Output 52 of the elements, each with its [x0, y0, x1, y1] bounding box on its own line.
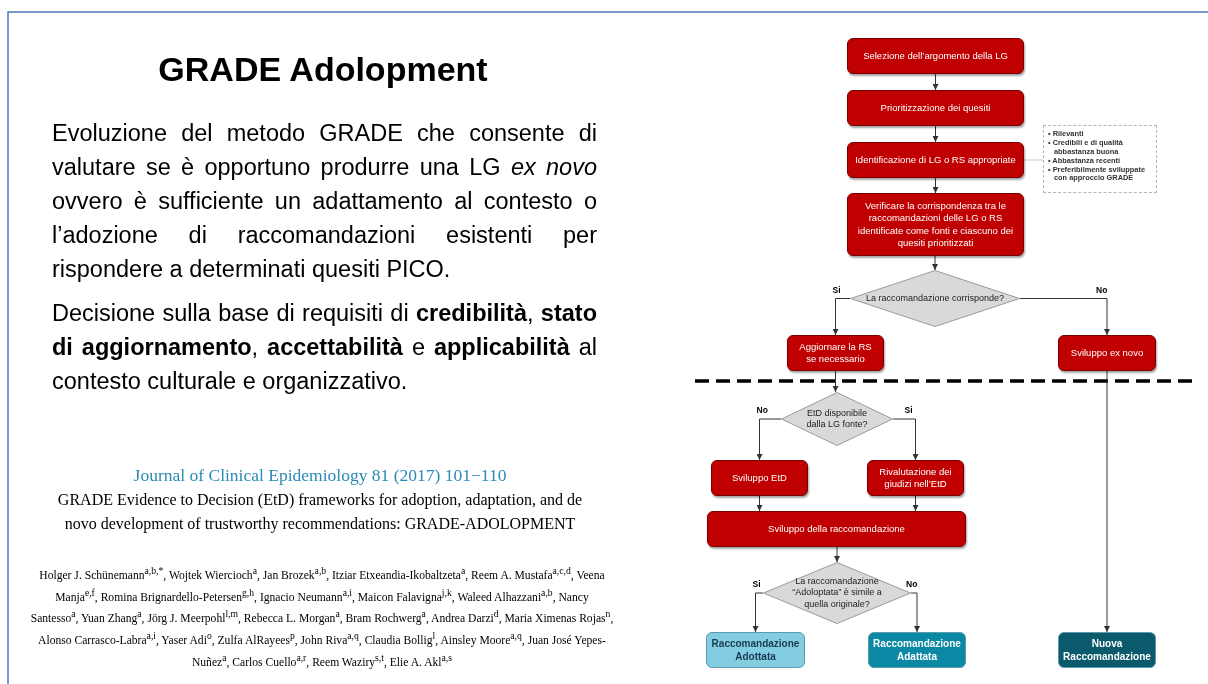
process-box — [847, 90, 1024, 126]
arrow — [756, 418, 782, 461]
edge-label: No — [755, 406, 769, 415]
article-title: GRADE Evidence to Decision (EtD) frameworks for adoption, adaptation, and de novo development of trustworthy recommendations: GRADE-ADOLOPMENT — [56, 490, 584, 535]
process-box — [847, 38, 1024, 74]
arrow — [932, 177, 939, 194]
edge-label: Si — [751, 580, 762, 589]
process-box — [707, 511, 966, 547]
intro-paragraph: Evoluzione del metodo GRADE che consente di valutare se è opportuno produrre una LG ex novo ovvero è sufficiente un adattamento al contesto o l’adozione di raccomandazioni esistenti per rispondere a determinati quesiti PICO. — [52, 119, 597, 284]
process-box — [867, 460, 964, 496]
edge-label: Si — [831, 285, 842, 294]
arrow — [932, 73, 939, 91]
box-label: Selezione dell’argomento della LG — [863, 49, 1008, 63]
box-label: Sviluppo della raccomandazione — [768, 522, 905, 536]
arrow — [910, 592, 920, 633]
arrow — [1019, 298, 1110, 336]
journal-reference: Journal of Clinical Epidemiology 81 (2017) 101−110 — [132, 465, 508, 486]
process-box — [1058, 335, 1156, 371]
process-box — [711, 460, 808, 496]
edge-label: Si — [903, 406, 914, 415]
arrow — [752, 592, 764, 633]
arrow — [892, 418, 919, 461]
author-list: Holger J. Schünemann$^{a,b,*}$, Wojtek Wiercioch$^{a}$, Jan Brozek$^{a,b}$, Itziar Etxeandia-Ikobaltzeta$^{a}$, Reem A. Mustafa$^{a,c,d}$, Veena Manja$^{e,f}$, Romina Brignardello-Petersen$^{g,h}$, Ignacio Neumann$^{a,i}$, Maicon Falavigna$^{j,k}$, Waleed Alhazzani$^{a,b}$, Nancy Santesso$^{a}$, Yuan Zhang$^{a}$, Jörg J. Meerpohl$^{l,m}$, Rebecca L. Morgan$^{a}$, Bram Rochwerg$^{a}$, Andrea Darzi$^{d}$, Maria Ximenas Rojas$^{n}$, Alonso Carrasco-Labra$^{a,i}$, Yaser Adi$^{o}$, Zulfa AlRayees$^{p}$, John Riva$^{a,q}$, Claudia Bollig$^{l}$, Ainsley Moore$^{a,q}$, Juan José Yepes-Nuñez$^{a}$, Carlos Cuello$^{a,r}$, Reem Waziry$^{s,t}$, Elie A. Akl$^{a,s}$ — [30, 563, 614, 672]
box-label: La raccomandazione corrisponde? — [865, 292, 1005, 305]
edge-label: No — [905, 580, 919, 589]
arrow — [932, 125, 939, 143]
box-label: Rivalutazione dei giudizi nell’EtD — [878, 465, 953, 491]
box-label: Sviluppo EtD — [732, 471, 787, 485]
arrow — [1104, 370, 1110, 633]
box-label: Identificazione di LG o RS appropriate — [855, 153, 1016, 167]
arrow — [912, 495, 919, 512]
arrow — [832, 298, 851, 336]
slide-title: GRADE Adolopment — [157, 50, 489, 89]
arrow — [932, 255, 938, 271]
criteria-note-box — [1043, 125, 1157, 193]
box-label: EtD disponibile dalla LG fonte? — [805, 407, 869, 431]
process-box — [847, 142, 1024, 178]
arrow — [832, 370, 839, 393]
box-label: Sviluppo ex novo — [1070, 346, 1144, 360]
box-label: Verificare la corrispondenza tra le raccomandazioni delle LG o RS identificate come fonti e ciascuno dei quesiti prioritizzati — [856, 199, 1015, 250]
box-label: La raccomandazione “Adoloptata” è simile a quella originale? — [791, 576, 883, 610]
box-label: Raccomandazione Adattata — [873, 637, 961, 663]
box-label: Prioritizzazione dei quesiti — [880, 101, 991, 115]
arrow — [834, 546, 840, 563]
process-box — [787, 335, 884, 371]
box-label: Aggiornare la RS se necessario — [798, 340, 873, 366]
box-label: Nuova Raccomandazione — [1063, 637, 1151, 663]
process-box — [847, 193, 1024, 256]
edge-label: No — [1095, 285, 1109, 294]
decision-paragraph: Decisione sulla base di requisiti di credibilità, stato di aggiornamento, accettabilità e applicabilità al contesto culturale e organizzativo. — [52, 299, 597, 396]
arrow — [756, 495, 763, 512]
box-label: Raccomandazione Adottata — [711, 637, 800, 663]
